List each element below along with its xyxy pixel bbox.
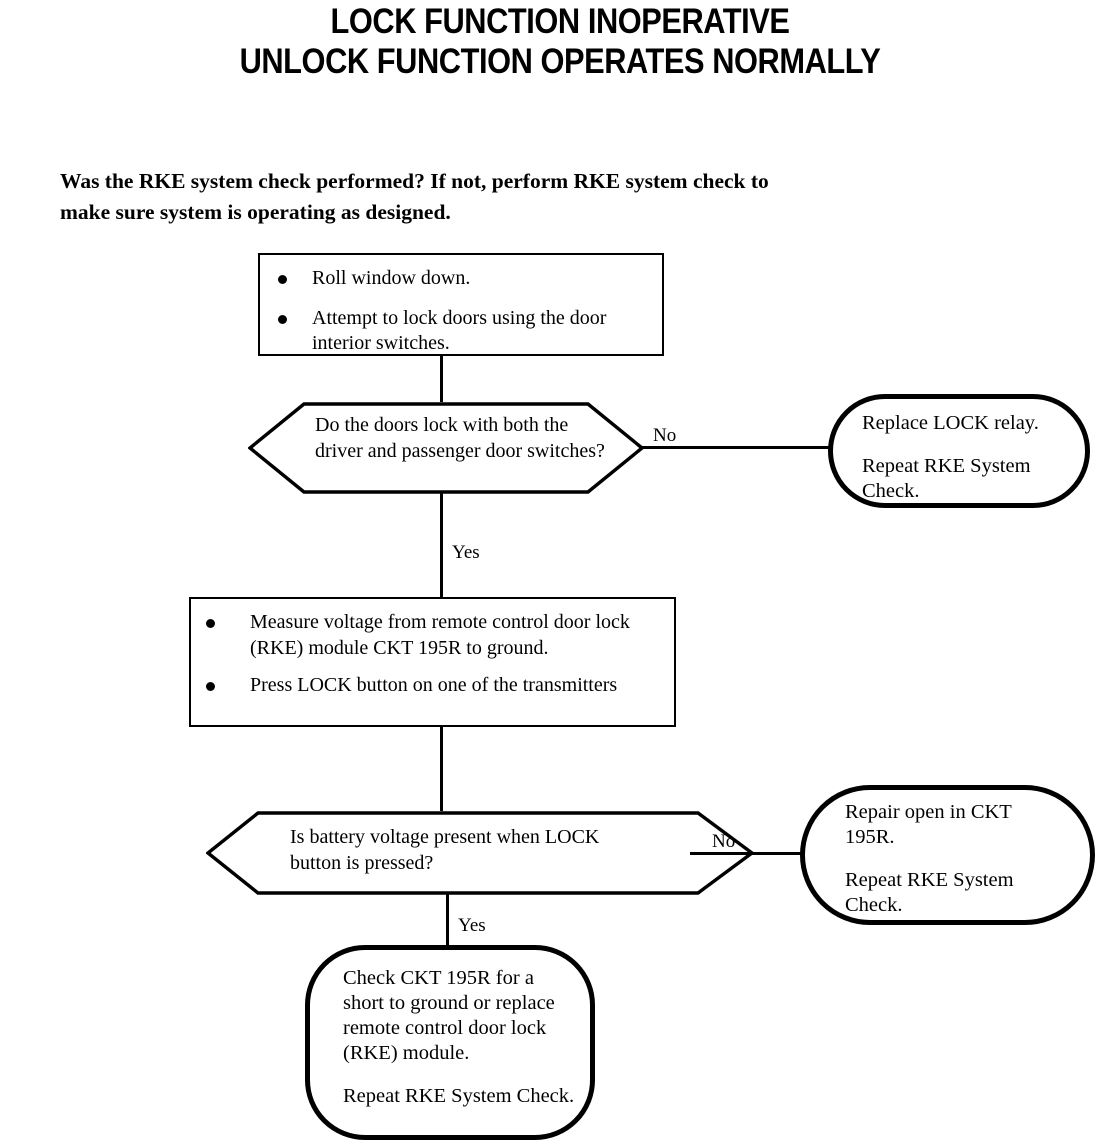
terminal3-text: Check CKT 195R for a short to ground or … [343,966,575,1109]
decision-hexagon-1 [248,402,644,494]
step2-bullet-2: Press LOCK button on one of the transmit… [200,673,705,699]
connector-decision1-no [642,446,832,449]
terminal2-line-1: Repair open in CKT 195R. [845,801,1012,848]
terminal2-line-2: Repeat RKE System Check. [845,869,1014,916]
connector-step1-to-decision1 [440,356,443,404]
decision2-text: Is battery voltage present when LOCK but… [290,826,600,874]
edge-label-yes-1: Yes [452,542,480,563]
terminal1-text: Replace LOCK relay. Repeat RKE System Ch… [862,411,1067,504]
process-box-step1 [258,253,664,356]
connector-decision1-yes [440,492,443,599]
step1-bullet-list: Roll window down. Attempt to lock doors … [272,266,652,357]
edge-label-no-1: No [653,425,677,446]
process-box-step2 [189,597,676,727]
terminal-box-3 [305,945,595,1140]
decision1-text: Do the doors lock with both the driver a… [315,414,605,462]
page-title-line-1: LOCK FUNCTION INOPERATIVE [330,2,790,41]
decision-hexagon-2 [206,811,754,895]
terminal-box-2 [800,785,1095,925]
terminal-box-1 [828,394,1090,508]
edge-label-yes-2: Yes [458,915,486,936]
step1-bullet-1: Roll window down. [272,266,652,292]
edge-label-no-2: No [712,831,736,852]
subtitle-text: Was the RKE system check performed? If n… [60,169,769,224]
step2-bullet-list: Measure voltage from remote control door… [200,610,678,699]
step2-bullet-1: Measure voltage from remote control door… [200,610,675,661]
terminal3-line-1: Check CKT 195R for a short to ground or … [343,967,555,1064]
terminal1-line-2: Repeat RKE System Check. [862,455,1031,502]
page-title-line-2: UNLOCK FUNCTION OPERATES NORMALLY [239,42,881,81]
terminal1-line-1: Replace LOCK relay. [862,412,1039,434]
terminal3-line-2: Repeat RKE System Check. [343,1085,575,1107]
connector-decision2-yes [446,893,449,947]
terminal2-text: Repair open in CKT 195R. Repeat RKE Syst… [845,800,1055,918]
connector-step2-to-decision2 [440,727,443,813]
connector-decision2-no [690,852,805,855]
step1-bullet-2: Attempt to lock doors using the door int… [272,306,652,357]
